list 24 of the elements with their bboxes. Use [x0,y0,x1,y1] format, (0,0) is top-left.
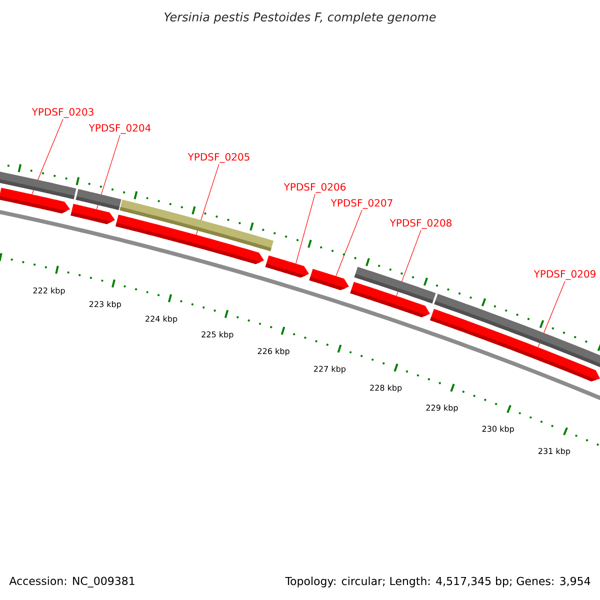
scale-label: 231 kbp [538,448,570,456]
accession-text: Accession: NC_009381 [9,576,134,588]
gene-label: YPDSF_0207 [330,199,392,209]
gene-feature [309,268,349,290]
scale-label: 224 kbp [146,316,178,324]
gene-label: YPDSF_0209 [534,270,596,280]
scale-label: 223 kbp [89,300,121,309]
gene-label: YPDSF_0203 [32,108,94,118]
scale-label: 229 kbp [426,404,458,412]
title: Yersinia pestis Pestoides F, complete genome [164,12,436,24]
scale-label: 230 kbp [482,426,514,434]
scale-label: 225 kbp [202,331,234,339]
gene-label: YPDSF_0208 [390,219,452,229]
leader-line [296,194,316,264]
gene-label: YPDSF_0204 [88,124,151,134]
scale-label: 228 kbp [370,384,402,392]
genome-info-text: Topology: circular; Length: 4,517,345 bp; Genes: 3,954 [285,576,590,588]
gene-feature [265,255,309,278]
scale-label: 226 kbp [258,348,290,356]
leader-line [336,210,362,276]
gene-label: YPDSF_0205 [188,153,250,163]
scale-label: 222 kbp [33,287,65,296]
scale-label: 227 kbp [314,366,346,374]
gene-label: YPDSF_0206 [284,183,346,193]
